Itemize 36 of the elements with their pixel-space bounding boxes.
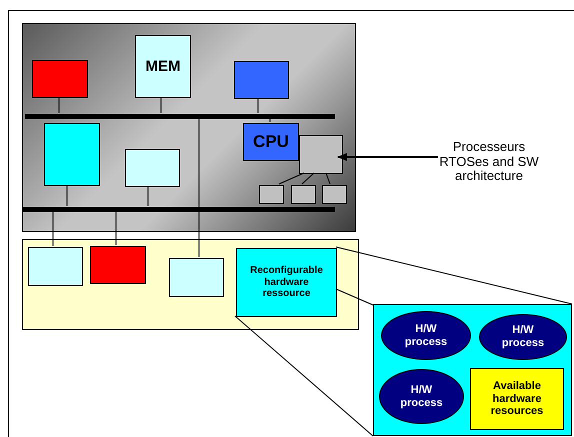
zoom-line [336,288,374,306]
component-box [32,60,88,98]
connector-line [302,172,314,184]
reconfigurable-box: Reconfigurable hardware ressource [236,248,337,317]
connector-line [58,96,60,114]
zoom-line [234,316,374,436]
peripheral-box [322,185,347,204]
component-box [169,258,224,297]
connector-line [326,172,330,184]
process-ellipse: H/W process [379,369,464,424]
fpga-panel [22,239,359,330]
memory-box: MEM [135,35,191,98]
arrow [337,153,438,161]
process-ellipse: H/W process [479,314,567,360]
bus-bar [25,114,335,119]
cpu-box: CPU [243,123,299,161]
connector-line [52,210,54,246]
annotation-text: Processeurs RTOSes and SW architecture [434,136,544,188]
connector-line [278,172,304,184]
zoom-panel [373,304,572,436]
component-box [44,123,100,186]
process-ellipse: H/W process [381,311,471,360]
connector-line [198,118,200,258]
processor-box [299,135,343,174]
component-box [90,246,146,284]
peripheral-box [259,185,284,204]
connector-line [66,184,68,206]
zoom-line [336,246,572,304]
resources-box: Available hardware resources [470,368,564,430]
component-box [125,149,180,187]
component-box [28,247,83,286]
board-panel [22,23,356,232]
connector-line [160,96,162,114]
component-box [234,61,289,99]
peripheral-box [291,185,316,204]
bus-bar [23,207,335,212]
